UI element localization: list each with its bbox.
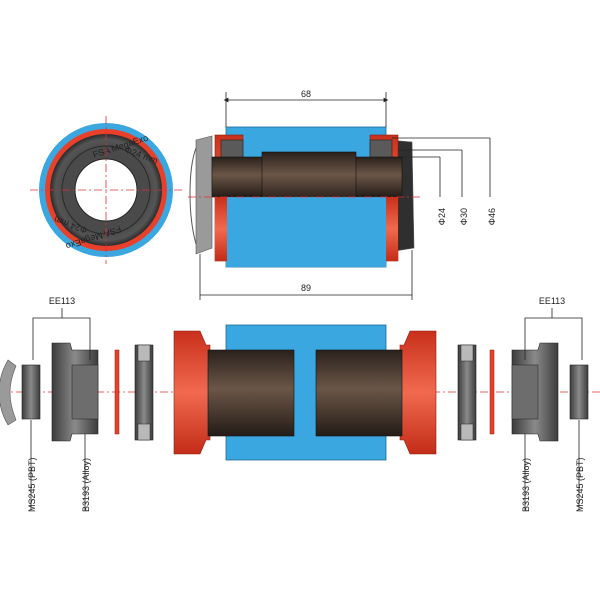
left-bracket xyxy=(32,317,91,360)
center-sleeve-left xyxy=(207,349,295,437)
left-bearing-ball-top xyxy=(137,344,151,362)
exploded-view: EE113 MS245 (PBT) B3193 (Alloy) EE113 B3… xyxy=(0,296,600,512)
right-label-b3193: B3193 (Alloy) xyxy=(521,458,531,512)
right-red-shim xyxy=(489,349,495,435)
left-adapter-b3193-inner xyxy=(71,364,99,420)
right-bearing-ball-bottom xyxy=(460,423,474,441)
assembled-section: 68 89 Φ24 Φ30 Φ46 xyxy=(188,89,497,300)
dia-24-label: Φ24 xyxy=(437,208,447,225)
assembled-cup-right-lower xyxy=(386,197,398,261)
dim-68-label: 68 xyxy=(301,89,311,99)
right-bearing-ball-top xyxy=(460,344,474,362)
left-bracket-label: EE113 xyxy=(49,296,75,306)
left-label-ms245: MS245 (PBT) xyxy=(27,457,37,512)
left-red-shim xyxy=(114,349,120,435)
center-sleeve-right xyxy=(315,349,403,437)
left-bearing-ball-bottom xyxy=(137,423,151,441)
left-crank-hint xyxy=(0,359,17,426)
right-label-ms245: MS245 (PBT) xyxy=(575,457,585,512)
right-adapter-ms245 xyxy=(569,364,589,420)
dia-46-label: Φ46 xyxy=(487,208,497,225)
left-label-b3193: B3193 (Alloy) xyxy=(81,458,91,512)
right-bracket xyxy=(524,317,583,360)
left-adapter-ms245 xyxy=(21,364,41,420)
right-bracket-label: EE113 xyxy=(539,296,565,306)
center-cup-left xyxy=(173,330,211,455)
assembled-cup-left-lower xyxy=(215,197,227,261)
assembled-shell-lower xyxy=(226,197,386,267)
assembled-crank-left xyxy=(195,135,213,255)
dia-30-label: Φ30 xyxy=(459,208,469,225)
dim-89-label: 89 xyxy=(301,283,311,293)
center-cup-right xyxy=(399,330,437,455)
assembled-crank-left-edge xyxy=(189,147,197,245)
assembled-sleeve xyxy=(261,151,357,203)
right-adapter-b3193-inner xyxy=(511,364,539,420)
end-view: FSA MegaExo Φ24 mm FSA MegaExo Φ24 mm xyxy=(30,116,182,264)
